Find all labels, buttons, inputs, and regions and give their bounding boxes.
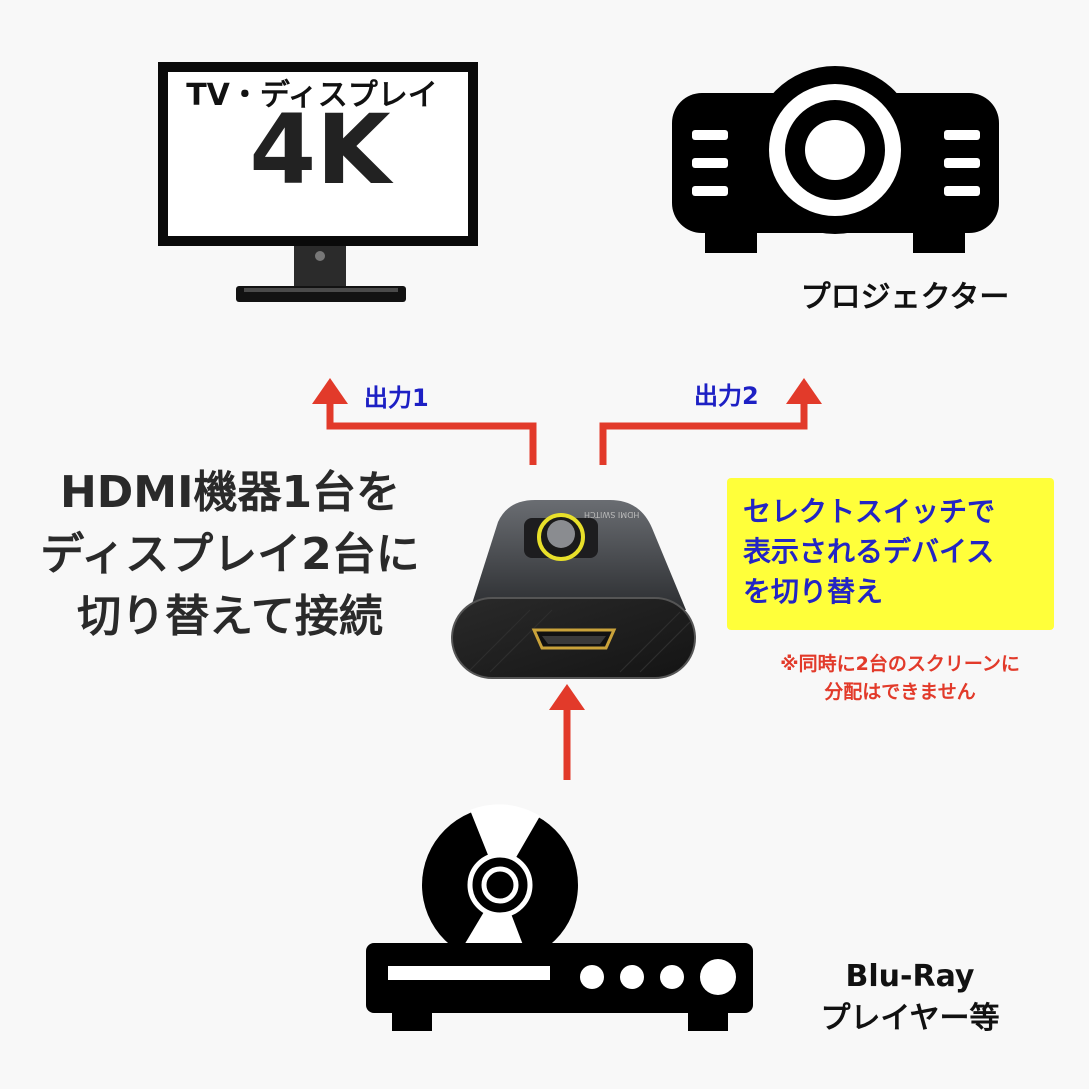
callout-line-1: セレクトスイッチで — [743, 495, 996, 528]
output-2-label: 出力2 — [694, 382, 759, 410]
player-label-line-2: プレイヤー等 — [820, 1001, 1000, 1036]
projector-label: プロジェクター — [800, 280, 1010, 315]
callout-line-3: を切り替え — [743, 575, 884, 608]
monitor-screen — [158, 62, 478, 246]
main-headline-line-2: ディスプレイ2台に — [40, 529, 420, 580]
monitor-resolution: 4K — [249, 94, 391, 206]
player-label-line-1: Blu-Ray — [845, 959, 975, 994]
caution-note: ※同時に2台のスクリーンに 分配はできません — [735, 650, 1065, 706]
bluray-player-label: Blu-Ray プレイヤー等 — [790, 956, 1030, 1040]
select-switch-callout: セレクトスイッチで 表示されるデバイス を切り替え — [727, 478, 1054, 630]
note-line-1: ※同時に2台のスクリーンに — [780, 653, 1020, 675]
callout-line-2: 表示されるデバイス — [743, 535, 995, 568]
main-headline-line-3: 切り替えて接続 — [77, 591, 383, 642]
main-headline-line-1: HDMI機器1台を — [59, 467, 401, 518]
output-1-label: 出力1 — [364, 384, 429, 412]
note-line-2: 分配はできません — [824, 681, 976, 703]
monitor-heading: TV・ディスプレイ — [186, 78, 438, 113]
main-headline: HDMI機器1台を ディスプレイ2台に 切り替えて接続 — [10, 462, 450, 648]
